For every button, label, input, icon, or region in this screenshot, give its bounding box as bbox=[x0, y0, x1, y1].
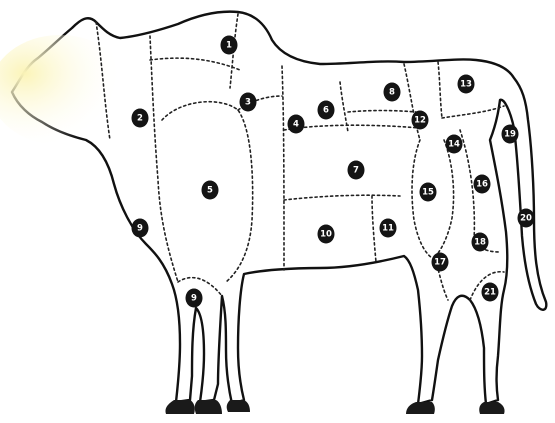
badge-number: 17 bbox=[434, 258, 446, 268]
cut-badge-15: 15 bbox=[420, 183, 437, 202]
cut-badge-2: 2 bbox=[132, 109, 149, 128]
badge-number: 11 bbox=[382, 224, 394, 234]
head-highlight bbox=[0, 35, 130, 145]
badge-number: 21 bbox=[484, 288, 496, 298]
cut-badge-8: 8 bbox=[384, 83, 401, 102]
badge-number: 3 bbox=[245, 98, 251, 108]
badge-number: 13 bbox=[460, 80, 472, 90]
cut-badge-12: 12 bbox=[412, 111, 429, 130]
cut-badge-19: 19 bbox=[502, 125, 519, 144]
hoof-back-right bbox=[479, 402, 504, 414]
cut-badge-9: 9 bbox=[132, 219, 149, 238]
badge-number: 1 bbox=[226, 41, 232, 51]
badge-number: 8 bbox=[389, 88, 395, 98]
cut-badge-3: 3 bbox=[240, 93, 257, 112]
badge-number: 18 bbox=[474, 238, 486, 248]
cut-badge-13: 13 bbox=[458, 75, 475, 94]
cut-badge-6: 6 bbox=[318, 101, 335, 120]
cut-badge-1: 1 bbox=[221, 36, 238, 55]
cut-badge-9: 9 bbox=[186, 289, 203, 308]
badge-number: 10 bbox=[320, 230, 332, 240]
badge-number: 2 bbox=[137, 114, 143, 124]
badge-number: 16 bbox=[476, 180, 488, 190]
badge-number: 6 bbox=[323, 106, 329, 116]
cut-badge-18: 18 bbox=[472, 233, 489, 252]
cut-badge-16: 16 bbox=[474, 175, 491, 194]
badge-number: 14 bbox=[448, 140, 460, 150]
hoof-front-left bbox=[165, 400, 194, 414]
badge-number: 4 bbox=[293, 120, 299, 130]
cut-badge-14: 14 bbox=[446, 135, 463, 154]
hoof-back-left bbox=[406, 402, 435, 414]
hoof-middle bbox=[227, 400, 250, 412]
badge-number: 5 bbox=[207, 186, 213, 196]
badge-number: 19 bbox=[504, 130, 516, 140]
badge-number: 15 bbox=[422, 188, 434, 198]
badge-number: 9 bbox=[137, 224, 143, 234]
badge-number: 12 bbox=[414, 116, 426, 126]
cut-badge-21: 21 bbox=[482, 283, 499, 302]
badge-number: 9 bbox=[191, 294, 197, 304]
hoof-front-right bbox=[195, 400, 222, 414]
cut-badge-7: 7 bbox=[348, 161, 365, 180]
cut-badge-10: 10 bbox=[318, 225, 335, 244]
badge-number: 20 bbox=[520, 214, 532, 224]
cut-badge-4: 4 bbox=[288, 115, 305, 134]
cut-badge-5: 5 bbox=[202, 181, 219, 200]
badge-number: 7 bbox=[353, 166, 359, 176]
cut-badge-20: 20 bbox=[518, 209, 535, 228]
cut-badge-11: 11 bbox=[380, 219, 397, 238]
cut-badge-17: 17 bbox=[432, 253, 449, 272]
